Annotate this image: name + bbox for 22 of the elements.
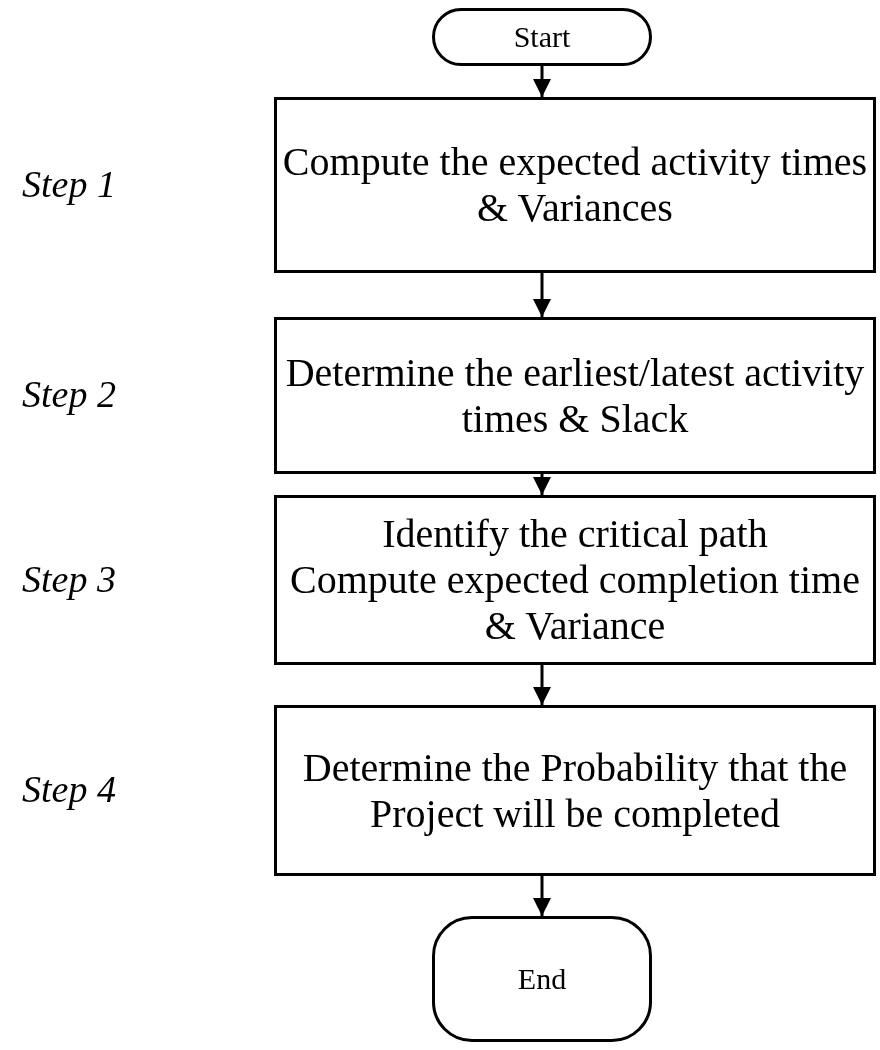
step-label: Step 4 <box>22 770 116 808</box>
arrow <box>533 66 551 97</box>
arrow <box>533 665 551 705</box>
step-description: Determine the earliest/latest activity times & Slack <box>284 349 866 442</box>
terminal-label: Start <box>513 19 571 56</box>
step-description: Determine the Probability that the Project will be completed <box>301 744 849 837</box>
terminal-shape <box>432 8 652 66</box>
process-box <box>274 317 876 474</box>
arrow <box>533 474 551 495</box>
step-description: Compute the expected activity times & Variances <box>281 139 869 231</box>
step-description: Compute expected completion time & Variance <box>289 557 861 649</box>
terminal-label: End <box>517 961 567 998</box>
terminal-shape <box>432 916 652 1042</box>
step-description: Identify the critical path <box>381 511 769 557</box>
step-label: Step 1 <box>22 165 116 203</box>
process-box <box>274 495 876 665</box>
step-label: Step 3 <box>22 560 116 598</box>
process-box <box>274 705 876 876</box>
step-label: Step 2 <box>22 375 116 413</box>
arrow <box>533 273 551 317</box>
process-box <box>274 97 876 273</box>
arrow <box>533 876 551 916</box>
